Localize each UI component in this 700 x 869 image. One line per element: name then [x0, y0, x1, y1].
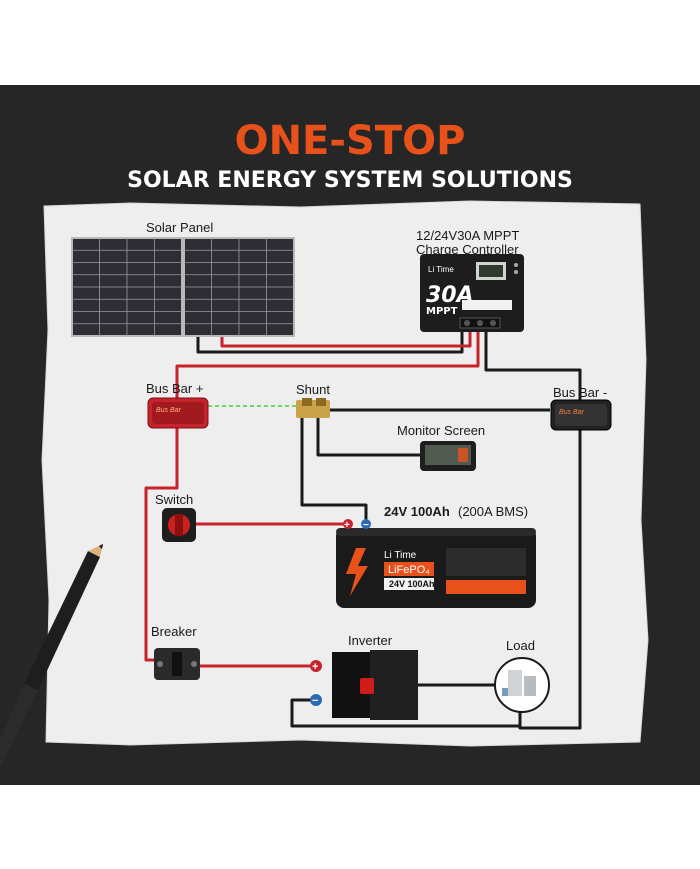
inverter-plus-sign: +: [312, 661, 318, 673]
paper-sheet: [41, 200, 649, 747]
wire-busbar-switch: [144, 428, 179, 560]
bus-bar-positive: Bus Bar: [147, 397, 209, 429]
wire-panel-positive: [220, 330, 472, 348]
bus-bar-positive-text: Bus Bar: [156, 407, 182, 414]
label-battery-bms: (200A BMS): [458, 504, 528, 519]
label-breaker: Breaker: [151, 624, 197, 639]
label-load: Load: [506, 638, 535, 653]
label-controller-line2: Charge Controller: [416, 242, 519, 257]
label-solar-panel: Solar Panel: [146, 220, 213, 235]
battery-spec: 24V 100Ah: [389, 579, 435, 589]
label-switch: Switch: [155, 492, 193, 507]
inverter-minus-sign: −: [312, 695, 318, 707]
label-bus-bar-plus: Bus Bar +: [146, 381, 203, 396]
lightning-icon: [346, 548, 368, 596]
headline: ONE-STOP: [234, 118, 466, 164]
inverter: + −: [310, 650, 418, 720]
battery-chemistry: LiFePO₄: [388, 564, 430, 576]
battery: + − Li Time LiFePO₄ 24V 100Ah: [336, 519, 536, 608]
battery-brand: Li Time: [384, 550, 417, 561]
shunt: [296, 398, 330, 418]
wire-shunt-monitor: [316, 418, 420, 457]
label-controller-line1: 12/24V30A MPPT: [416, 228, 519, 243]
wire-busbar-minus-load: [518, 428, 582, 730]
label-shunt: Shunt: [296, 382, 330, 397]
label-inverter: Inverter: [348, 633, 393, 648]
subheadline: SOLAR ENERGY SYSTEM SOLUTIONS: [127, 168, 573, 193]
monitor-screen: [420, 441, 476, 471]
bus-bar-negative-text: Bus Bar: [559, 409, 585, 416]
breaker: [154, 648, 200, 680]
wire-controller-positive: [175, 330, 480, 402]
bus-bar-negative: Bus Bar: [550, 399, 612, 431]
battery-switch: [162, 508, 196, 542]
wire-panel-negative: [196, 330, 464, 354]
label-bus-bar-minus: Bus Bar -: [553, 385, 607, 400]
charge-controller: Li Time 30A MPPT: [420, 254, 524, 332]
wire-inverter-negative: [290, 698, 520, 728]
pencil: [0, 544, 103, 768]
controller-brand: Li Time: [428, 265, 454, 274]
battery-plus-sign: +: [344, 520, 350, 531]
label-battery: 24V 100Ah: [384, 504, 450, 519]
label-monitor-screen: Monitor Screen: [397, 423, 485, 438]
solar-panel: [71, 237, 295, 337]
wire-controller-negative: [484, 330, 582, 402]
wire-shunt-battery: [300, 418, 368, 520]
battery-minus-sign: −: [363, 520, 369, 531]
load: [494, 657, 550, 713]
wires: [144, 330, 582, 730]
controller-mppt: MPPT: [426, 306, 458, 317]
